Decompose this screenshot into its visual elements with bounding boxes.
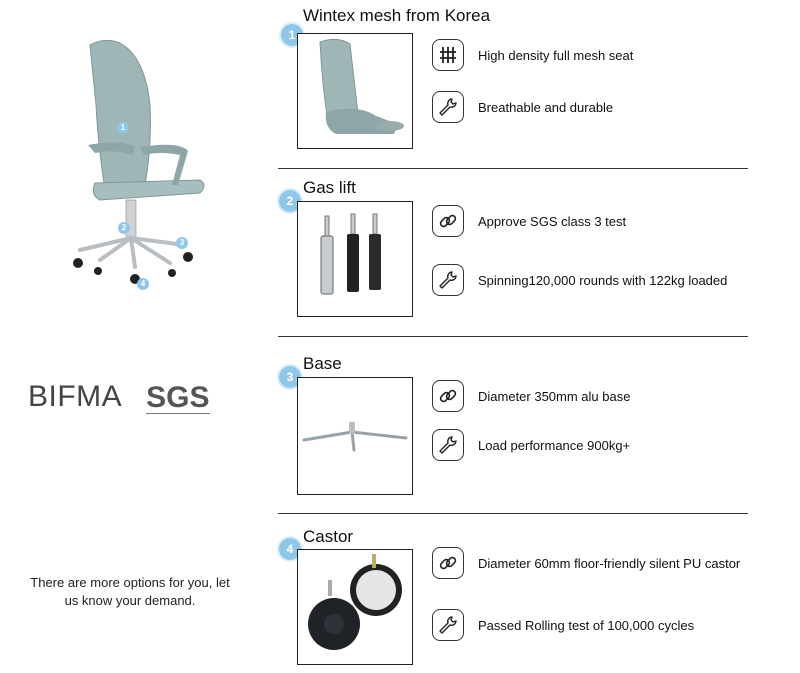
mesh-icon — [432, 39, 464, 71]
divider-1 — [278, 168, 748, 169]
divider-2 — [278, 336, 748, 337]
feature-4-2-text: Passed Rolling test of 100,000 cycles — [478, 617, 695, 633]
section-4-title: Castor — [303, 527, 354, 546]
sgs-logo: SGS — [146, 381, 210, 414]
divider-3 — [278, 513, 748, 514]
feature-2-1: Approve SGS class 3 test — [432, 204, 626, 238]
chair-illustration — [73, 39, 205, 284]
chair-marker-2: 2 — [118, 222, 130, 234]
section-2-badge: 2 — [279, 190, 301, 212]
castor-photo — [297, 549, 413, 665]
section-3-badge: 3 — [279, 366, 301, 388]
bifma-logo: BIFMA — [28, 380, 123, 413]
feature-2-2: Spinning120,000 rounds with 122kg loaded — [432, 263, 727, 297]
mesh-photo — [297, 33, 413, 149]
base-photo — [297, 377, 413, 495]
feature-4-1-text: Diameter 60mm floor-friendly silent PU c… — [478, 555, 741, 571]
chain-link-icon — [432, 205, 464, 237]
chain-link-icon — [432, 380, 464, 412]
feature-3-1: Diameter 350mm alu base — [432, 379, 630, 413]
feature-2-1-text: Approve SGS class 3 test — [478, 213, 627, 229]
gas-lift-photo — [297, 201, 413, 317]
section-2-title: Gas lift — [303, 178, 356, 197]
feature-4-2: Passed Rolling test of 100,000 cycles — [432, 608, 694, 642]
feature-1-1: High density full mesh seat — [432, 38, 633, 72]
wrench-icon — [432, 609, 464, 641]
section-3-title: Base — [303, 354, 342, 373]
feature-1-2: Breathable and durable — [432, 90, 613, 124]
feature-3-2: Load performance 900kg+ — [432, 428, 630, 462]
wrench-icon — [432, 264, 464, 296]
section-4-badge: 4 — [279, 538, 301, 560]
section-1-title: Wintex mesh from Korea — [303, 6, 491, 25]
chair-marker-3: 3 — [176, 237, 188, 249]
chair-marker-1: 1 — [117, 122, 129, 134]
feature-1-2-text: Breathable and durable — [478, 99, 614, 115]
feature-2-2-text: Spinning120,000 rounds with 122kg loaded — [478, 272, 728, 288]
options-note: There are more options for you, let us k… — [30, 575, 230, 608]
feature-4-1: Diameter 60mm floor-friendly silent PU c… — [432, 546, 740, 580]
wrench-icon — [432, 429, 464, 461]
chain-link-icon — [432, 547, 464, 579]
feature-3-1-text: Diameter 350mm alu base — [478, 388, 631, 404]
wrench-icon — [432, 91, 464, 123]
chair-marker-4: 4 — [137, 278, 149, 290]
feature-3-2-text: Load performance 900kg+ — [478, 437, 631, 453]
certification-logos: BIFMA SGS — [28, 380, 210, 414]
feature-1-1-text: High density full mesh seat — [478, 47, 634, 63]
